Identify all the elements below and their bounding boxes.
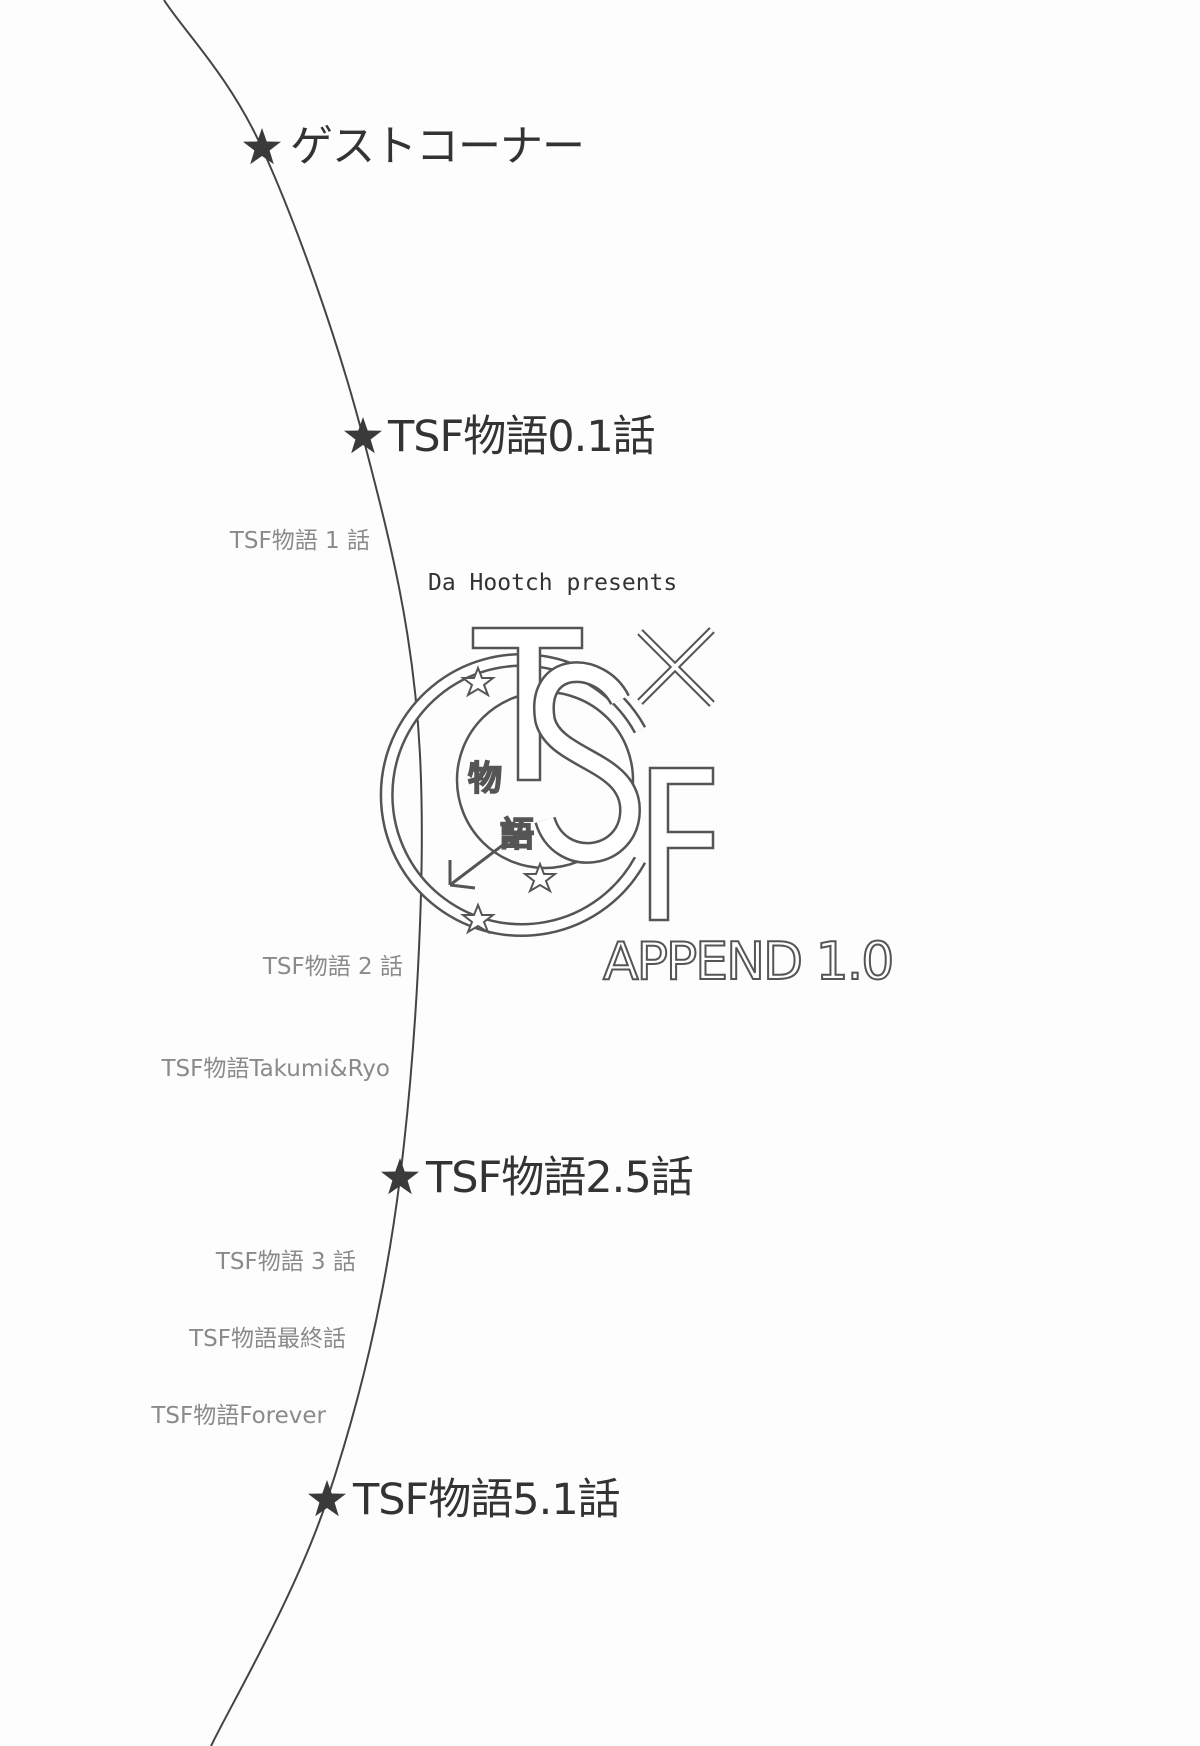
major-entry-guest-corner: ゲストコーナー [290, 122, 585, 172]
append-subtitle: APPEND 1.0 [602, 931, 895, 993]
star-marker-icon [344, 417, 382, 454]
minor-entry-3: TSF物語 3 話 [215, 1249, 356, 1275]
logo-letter-f [648, 766, 715, 922]
presents-text: Da Hootch presents [428, 570, 678, 596]
major-entry-5-1: TSF物語5.1話 [353, 1475, 621, 1525]
logo-arrow [448, 830, 521, 890]
svg-text:語: 語 [500, 815, 534, 855]
star-marker-icon [243, 128, 281, 165]
minor-entry-1: TSF物語 1 話 [229, 528, 370, 554]
logo-star-icon [522, 861, 558, 894]
star-marker-icon [381, 1158, 419, 1195]
minor-entry-final: TSF物語最終話 [189, 1326, 346, 1352]
minor-entry-2: TSF物語 2 話 [262, 954, 403, 980]
major-entry-0-1: TSF物語0.1話 [388, 412, 656, 462]
logo-star-icon [460, 902, 496, 935]
minor-entry-takumi-ryo: TSF物語Takumi&Ryo [161, 1056, 390, 1082]
logo-letter-t [471, 626, 584, 782]
logo-star-icon [460, 665, 496, 698]
minor-entry-forever: TSF物語Forever [151, 1403, 326, 1429]
major-entry-2-5: TSF物語2.5話 [426, 1153, 694, 1203]
logo-monogatari: 物 [468, 759, 502, 799]
star-marker-icon [308, 1480, 346, 1517]
